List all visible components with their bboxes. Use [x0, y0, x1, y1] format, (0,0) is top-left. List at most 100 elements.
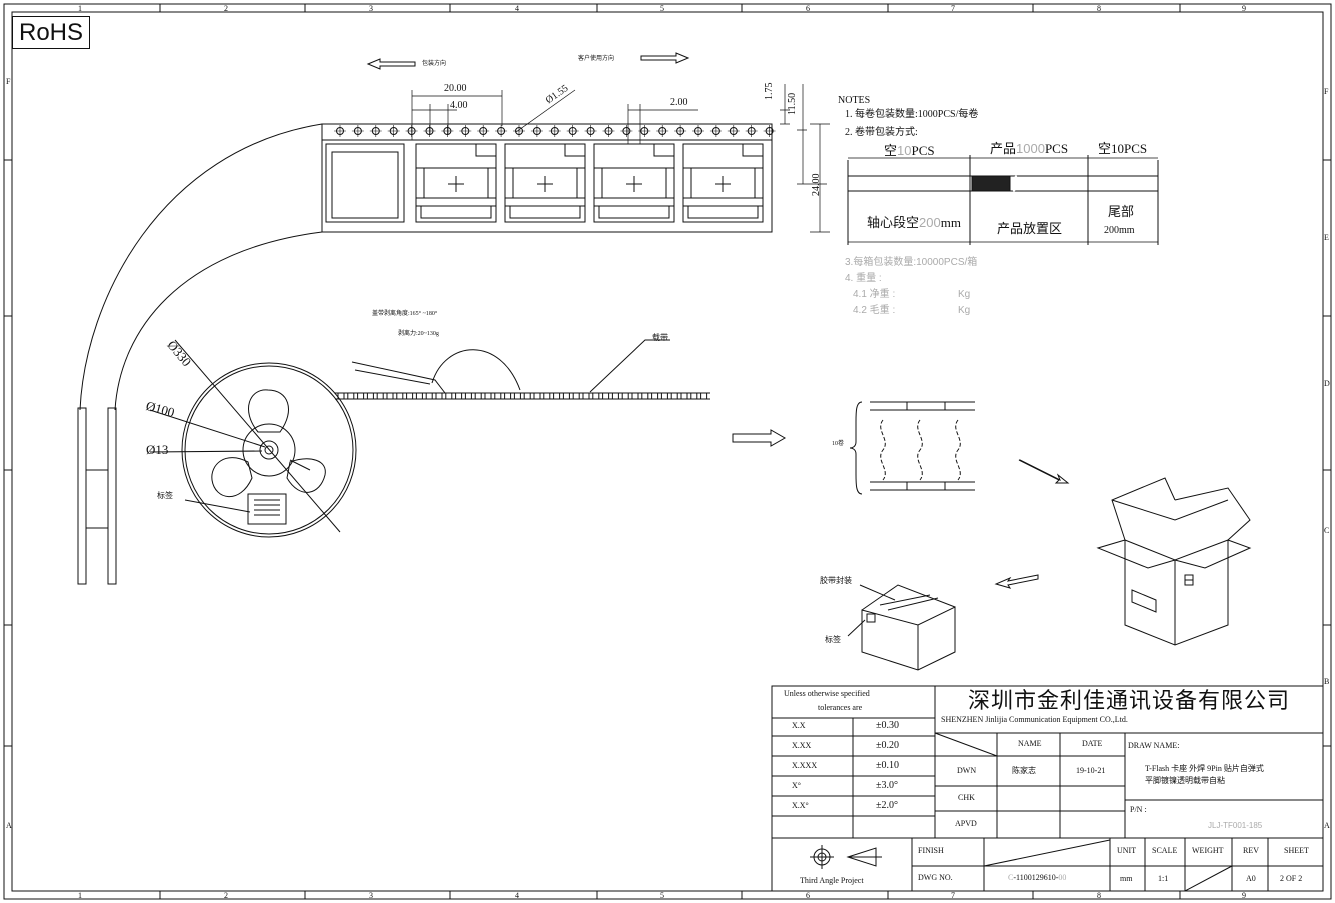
pn-label: P/N : — [1130, 805, 1147, 814]
sealed-carton — [847, 584, 956, 671]
row-b-right: B — [1324, 677, 1330, 686]
notes-line-3: 3.每箱包装数量:10000PCS/箱 — [845, 257, 978, 268]
sheet-value: 2 OF 2 — [1280, 874, 1303, 883]
col-1-top: 1 — [78, 4, 82, 13]
reel-side-view — [77, 407, 117, 585]
dim-offset: 2.00 — [670, 97, 688, 108]
carrier-pocket — [631, 392, 639, 400]
use-direction-label: 客户使用方向 — [578, 56, 615, 62]
col-9-bottom: 9 — [1242, 891, 1246, 900]
carrier-pocket — [347, 392, 355, 400]
row-f-left: F — [6, 77, 11, 86]
carrier-pocket — [660, 392, 668, 400]
tape-feed-curve — [79, 123, 323, 411]
reel-front-view — [149, 339, 357, 538]
carrier-pocket — [366, 392, 374, 400]
dim-row: 11.50 — [787, 92, 798, 115]
carrier-pocket — [611, 392, 619, 400]
row-f-right: F — [1324, 87, 1329, 96]
unit-value: mm — [1120, 874, 1133, 883]
dim-pitch: 20.00 — [444, 83, 467, 94]
scale-value: 1:1 — [1158, 874, 1169, 883]
col-2-top: 2 — [224, 4, 228, 13]
pocket-detail — [416, 144, 496, 219]
third-angle-projection-symbol — [810, 845, 882, 869]
tolerance-key: X.X° — [792, 801, 809, 810]
carrier-pocket — [641, 392, 649, 400]
row-a-left: A — [6, 821, 12, 830]
col-2-bottom: 2 — [224, 891, 228, 900]
dwg-no-value: C-1100129610-00 — [1008, 873, 1067, 882]
reel-qty-label: 10卷 — [832, 441, 845, 447]
carrier-pocket — [651, 392, 659, 400]
name-header: NAME — [1018, 739, 1042, 748]
col-6-top: 6 — [806, 4, 810, 13]
sheet-header: SHEET — [1284, 846, 1309, 855]
notes-line-2: 2. 卷带包装方式: — [845, 127, 918, 138]
weight-header: WEIGHT — [1192, 846, 1224, 855]
inner-frame — [11, 11, 1324, 892]
tolerance-value: ±0.10 — [876, 760, 899, 771]
carrier-tape-label: 载带 — [652, 333, 668, 342]
carrier-pocket — [553, 392, 561, 400]
carrier-pocket — [406, 392, 414, 400]
carrier-pocket — [445, 392, 453, 400]
peel-angle-label: 盖带剥离角度:165° ~180° — [372, 311, 438, 317]
peel-view — [335, 339, 710, 400]
outer-frame — [3, 3, 1332, 900]
border-ticks — [4, 4, 1331, 899]
col-8-top: 8 — [1097, 4, 1101, 13]
tolerance-key: X° — [792, 781, 801, 790]
tol-header-2: tolerances are — [818, 703, 863, 712]
row-d-right: D — [1324, 379, 1330, 388]
carrier-pocket — [435, 392, 443, 400]
apvd-label: APVD — [955, 819, 977, 828]
dwn-name: 陈家志 — [1012, 766, 1036, 775]
carrier-pocket — [357, 392, 365, 400]
draw-name-line-1: T-Flash 卡座 外焊 9Pin 贴片自弹式 — [1145, 764, 1264, 773]
carrier-pocket — [415, 392, 423, 400]
col-3-top: 3 — [369, 4, 373, 13]
col-4-bottom: 4 — [515, 891, 519, 900]
carrier-pocket — [523, 392, 531, 400]
dwn-label: DWN — [957, 766, 977, 775]
carrier-pocket — [396, 392, 404, 400]
rev-header: REV — [1243, 846, 1259, 855]
col-7-bottom: 7 — [951, 891, 955, 900]
scale-header: SCALE — [1152, 846, 1178, 855]
pack-direction-label: 包装方向 — [422, 61, 447, 67]
col-3-bottom: 3 — [369, 891, 373, 900]
dwg-no-label: DWG NO. — [918, 873, 953, 882]
carrier-pocket — [474, 392, 482, 400]
carrier-pocket — [513, 392, 521, 400]
box-label-tag: 标签 — [825, 635, 841, 644]
reel-label-tag: 标签 — [157, 491, 173, 500]
open-carton — [1096, 477, 1252, 646]
peel-force-label: 剥离力:20~130g — [398, 331, 439, 337]
arrow-to-open-box — [1018, 459, 1070, 484]
carrier-pocket — [455, 392, 463, 400]
carrier-pocket — [582, 392, 590, 400]
pocket-detail — [505, 144, 585, 219]
arrow-to-sealed-box — [994, 574, 1039, 589]
col-6-bottom: 6 — [806, 891, 810, 900]
pocket-detail — [683, 144, 763, 219]
carrier-pocket — [543, 392, 551, 400]
carrier-pocket — [690, 392, 698, 400]
carrier-pocket — [670, 392, 678, 400]
col-5-top: 5 — [660, 4, 664, 13]
carrier-pocket — [484, 392, 492, 400]
carrier-tape-top-view — [321, 123, 776, 233]
tolerance-key: X.XX — [792, 741, 812, 750]
tolerance-key: X.X — [792, 721, 806, 730]
row-c-right: C — [1324, 526, 1330, 535]
carrier-pocket — [425, 392, 433, 400]
product-area-label: 产品放置区 — [997, 221, 1063, 236]
tolerance-value: ±0.30 — [876, 720, 899, 731]
pocket-detail — [594, 144, 674, 219]
row-a-right: A — [1324, 821, 1330, 830]
carrier-pocket — [533, 392, 541, 400]
product-count-label: 产品1000PCS — [990, 141, 1069, 156]
tail-label: 尾部 — [1108, 204, 1135, 219]
